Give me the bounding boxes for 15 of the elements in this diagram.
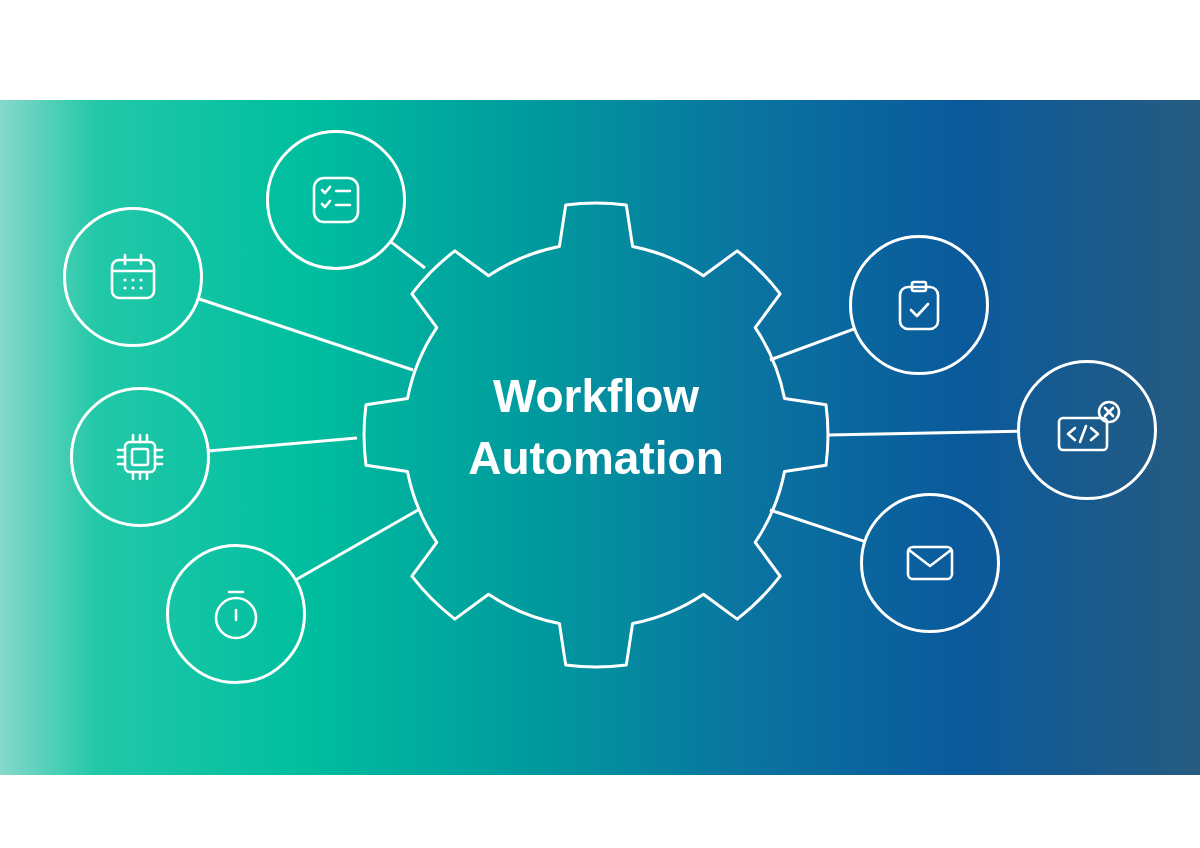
connector-line	[769, 327, 855, 362]
connector-line	[769, 508, 865, 543]
icon-circle	[266, 130, 406, 270]
connector-line	[389, 240, 426, 270]
icon-circle	[63, 207, 203, 347]
icon-circle	[849, 235, 989, 375]
connector-line	[198, 297, 414, 372]
connector-line	[295, 508, 419, 582]
icon-circle	[1017, 360, 1157, 500]
icon-circle	[860, 493, 1000, 633]
connector-line	[208, 436, 358, 453]
icon-circle	[70, 387, 210, 527]
gear-label: Workflow Automation	[467, 369, 725, 486]
connector-line	[827, 429, 1019, 437]
icon-circle	[166, 544, 306, 684]
